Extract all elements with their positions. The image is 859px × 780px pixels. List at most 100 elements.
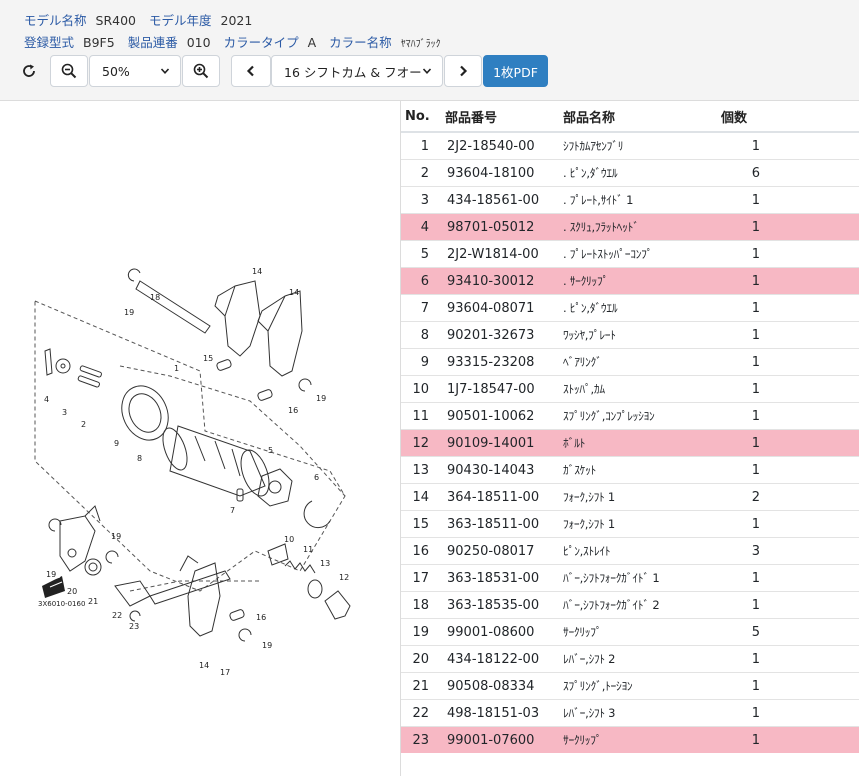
diagram-label: 12 xyxy=(339,573,349,582)
row-no: 19 xyxy=(401,618,445,646)
row-qty: 1 xyxy=(721,726,859,753)
diagram-label: 5 xyxy=(268,446,273,455)
row-no: 14 xyxy=(401,483,445,511)
chevron-down-icon xyxy=(160,68,170,74)
row-qty: 2 xyxy=(721,483,859,511)
zoom-value: 50% xyxy=(102,63,130,79)
diagram-label: 22 xyxy=(112,611,122,620)
chevron-right-icon xyxy=(460,65,468,77)
diagram-label: 19 xyxy=(124,308,134,317)
row-no: 10 xyxy=(401,375,445,403)
page-select[interactable]: 16 シフトカム & フオー xyxy=(271,55,443,87)
row-part-number: 90430-14043 xyxy=(445,456,563,484)
diagram-label: 19 xyxy=(111,532,121,541)
diagram-label: 10 xyxy=(284,535,294,544)
diagram-label: 7 xyxy=(230,506,235,515)
row-part-name: . ﾌﾟﾚｰﾄｽﾄｯﾊﾟｰｺﾝﾌﾟ xyxy=(563,240,721,268)
model-name-label: モデル名称 xyxy=(24,13,87,28)
row-qty: 1 xyxy=(721,510,859,538)
row-part-name: ﾊﾞｰ,ｼﾌﾄﾌｫｰｸｶﾞｲﾄﾞ 2 xyxy=(563,591,721,619)
zoom-select[interactable]: 50% xyxy=(89,55,181,87)
row-no: 20 xyxy=(401,645,445,673)
color-name-value: ﾔﾏﾊﾌﾞﾗｯｸ xyxy=(400,39,441,50)
row-part-name: ｽﾌﾟﾘﾝｸﾞ,ｺﾝﾌﾟﾚｯｼﾖﾝ xyxy=(563,402,721,430)
column-header-part-number: 部品番号 xyxy=(445,101,563,133)
model-year-value: 2021 xyxy=(220,13,253,28)
row-part-number: 90501-10062 xyxy=(445,402,563,430)
row-no: 2 xyxy=(401,159,445,187)
zoom-in-icon xyxy=(193,63,209,79)
pdf-button[interactable]: 1枚PDF xyxy=(483,55,548,87)
row-part-name: ﾚﾊﾞｰ,ｼﾌﾄ 3 xyxy=(563,699,721,727)
row-part-name: ﾊﾞｰ,ｼﾌﾄﾌｫｰｸｶﾞｲﾄﾞ 1 xyxy=(563,564,721,592)
row-part-name: ﾎﾞﾙﾄ xyxy=(563,429,721,457)
row-part-name: . ｽｸﾘｭ,ﾌﾗｯﾄﾍｯﾄﾞ xyxy=(563,213,721,241)
row-part-name: ｼﾌﾄｶﾑｱｾﾝﾌﾞﾘ xyxy=(563,131,721,160)
row-part-name: ﾌｫｰｸ,ｼﾌﾄ 1 xyxy=(563,510,721,538)
row-part-number: 363-18535-00 xyxy=(445,591,563,619)
row-no: 5 xyxy=(401,240,445,268)
diagram-label: 14 xyxy=(252,267,262,276)
page-select-value: 16 シフトカム & フオー xyxy=(284,64,422,80)
row-part-number: 2J2-18540-00 xyxy=(445,131,563,160)
column-header-no: No. xyxy=(401,101,445,133)
row-part-number: 90250-08017 xyxy=(445,537,563,565)
row-qty: 1 xyxy=(721,591,859,619)
zoom-out-button[interactable] xyxy=(50,55,88,87)
row-qty: 1 xyxy=(721,267,859,295)
row-qty: 1 xyxy=(721,294,859,322)
row-no: 16 xyxy=(401,537,445,565)
row-part-name: ｽﾌﾟﾘﾝｸﾞ,ﾄｰｼﾖﾝ xyxy=(563,672,721,700)
row-no: 4 xyxy=(401,213,445,241)
prev-page-button[interactable] xyxy=(231,55,271,87)
row-part-number: 364-18511-00 xyxy=(445,483,563,511)
row-no: 22 xyxy=(401,699,445,727)
row-no: 17 xyxy=(401,564,445,592)
diagram-label: 14 xyxy=(289,288,299,297)
row-part-number: 363-18511-00 xyxy=(445,510,563,538)
row-part-number: 90109-14001 xyxy=(445,429,563,457)
row-qty: 1 xyxy=(721,645,859,673)
row-part-number: 99001-08600 xyxy=(445,618,563,646)
diagram-label: 8 xyxy=(137,454,142,463)
zoom-in-button[interactable] xyxy=(182,55,220,87)
row-qty: 1 xyxy=(721,240,859,268)
refresh-button[interactable] xyxy=(13,55,45,87)
diagram-label: 3 xyxy=(62,408,67,417)
serial-label: 製品連番 xyxy=(127,35,178,50)
zoom-out-icon xyxy=(61,63,77,79)
row-part-number: 90508-08334 xyxy=(445,672,563,700)
row-part-name: ｶﾞｽｹｯﾄ xyxy=(563,456,721,484)
diagram-label: 14 xyxy=(199,661,209,670)
next-page-button[interactable] xyxy=(444,55,482,87)
row-part-name: ｻｰｸﾘｯﾌﾟ xyxy=(563,618,721,646)
row-part-name: ﾚﾊﾞｰ,ｼﾌﾄ 2 xyxy=(563,645,721,673)
color-type-label: カラータイプ xyxy=(223,35,299,50)
